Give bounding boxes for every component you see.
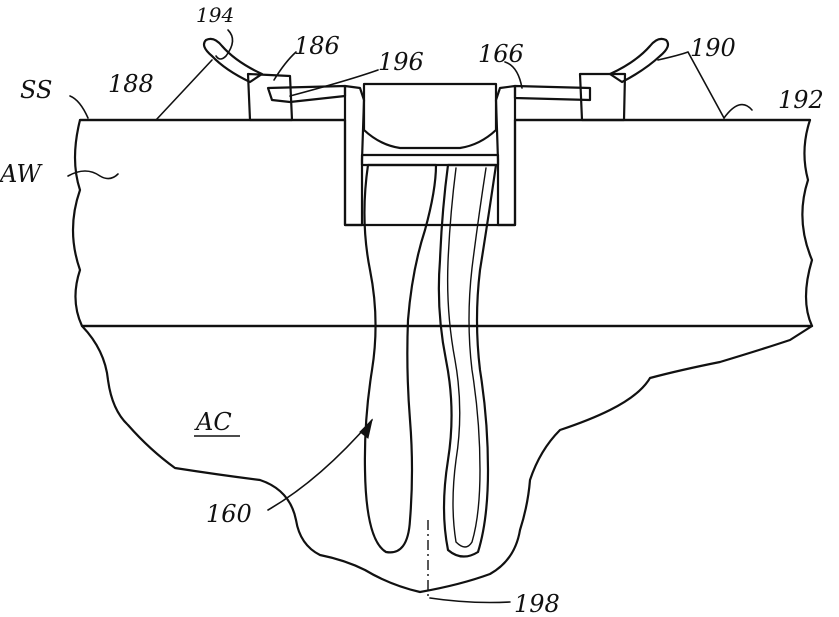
label-aw: AW (0, 160, 43, 188)
label-188: 188 (108, 70, 154, 98)
suture-wing-left (204, 39, 262, 82)
flange-left (268, 86, 345, 102)
label-196: 196 (378, 48, 424, 76)
label-ss: SS (20, 76, 52, 104)
catheter-right-tube (439, 165, 496, 557)
label-166: 166 (478, 40, 524, 68)
leader-188 (156, 60, 212, 120)
leader-160 (268, 420, 372, 510)
adhesive-pad-right (580, 74, 625, 120)
leader-192 (724, 105, 752, 118)
catheter-left-tube (364, 165, 436, 552)
label-192: 192 (778, 86, 824, 114)
flange-right (515, 86, 590, 100)
port-chamber (364, 84, 496, 148)
label-198: 198 (514, 590, 560, 617)
label-194: 194 (196, 3, 234, 27)
label-ac: AC (194, 408, 232, 436)
label-190: 190 (690, 34, 736, 62)
port-housing-floor (362, 155, 498, 165)
leader-ss (70, 96, 88, 118)
label-186: 186 (294, 32, 340, 60)
leader-198 (430, 598, 510, 603)
label-160: 160 (206, 500, 252, 528)
